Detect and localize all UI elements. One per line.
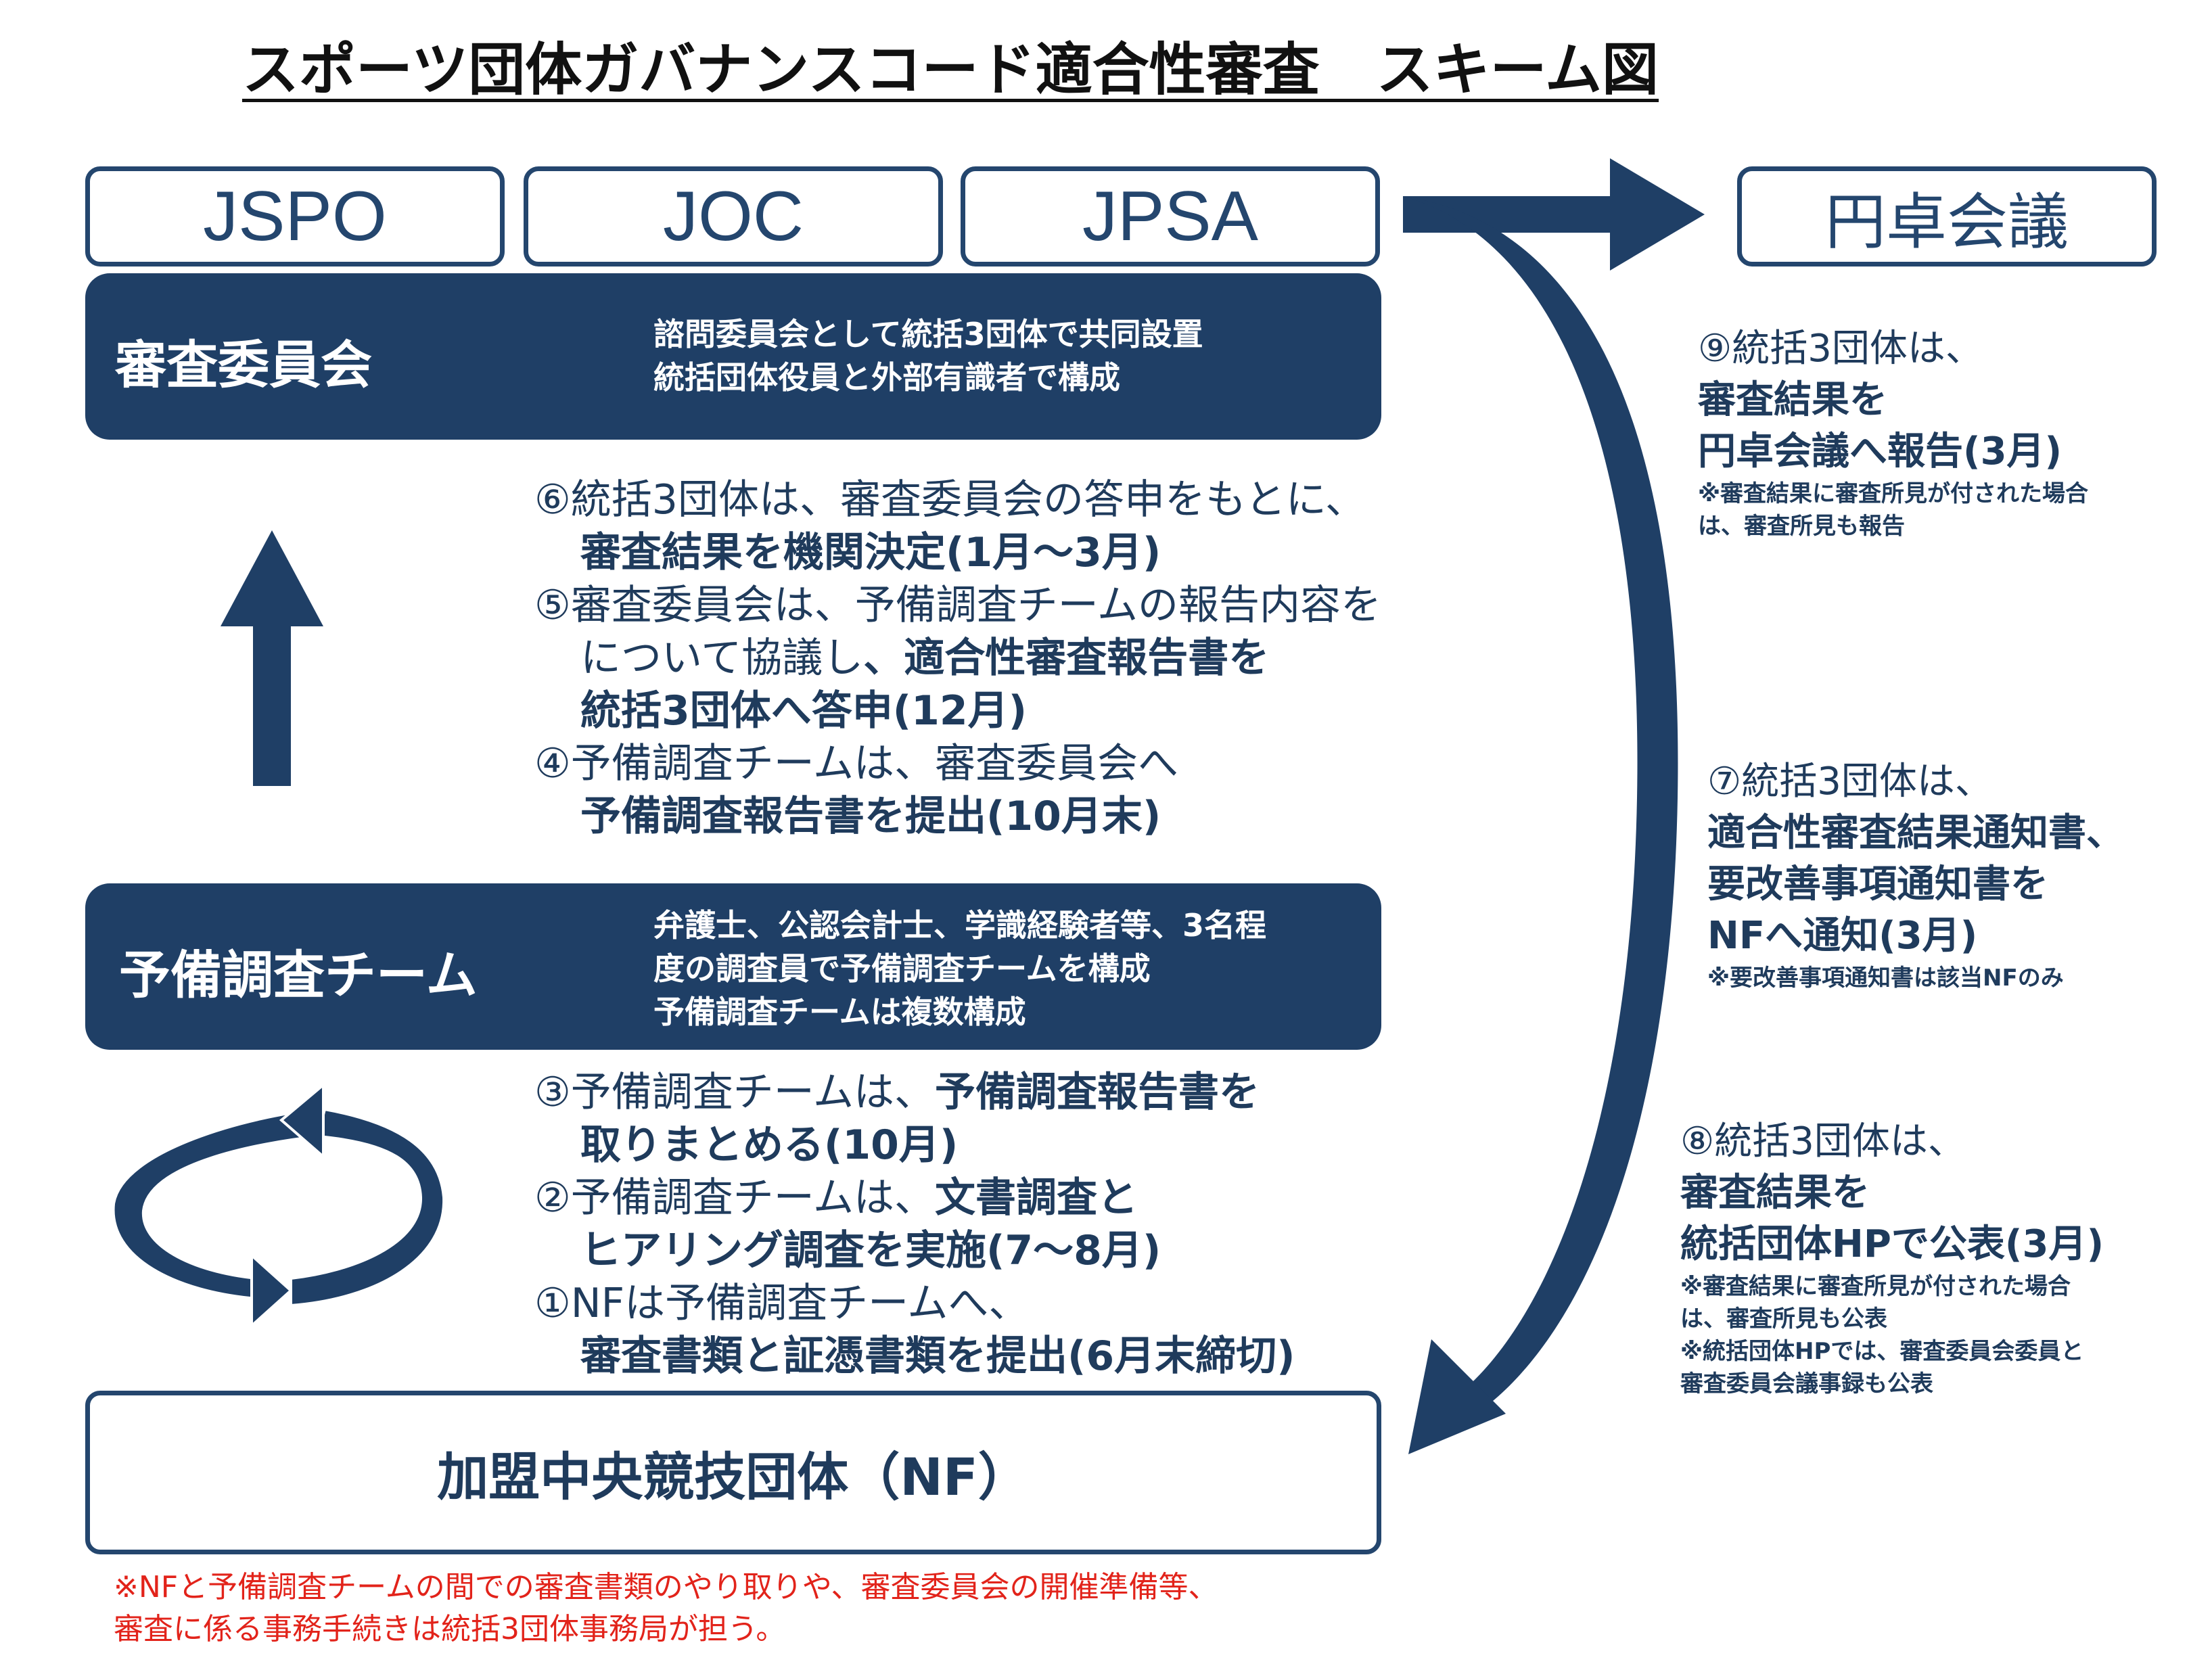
side-step-8: ⑧統括3団体は、 審査結果を 統括団体HPで公表(3月) ※審査結果に審査所見が…: [1680, 1116, 2104, 1400]
side-step-8-bold: 統括団体HPで公表(3月): [1680, 1222, 2104, 1266]
side-step-7: ⑦統括3団体は、 適合性審査結果通知書、 要改善事項通知書を NFへ通知(3月)…: [1707, 756, 2124, 994]
footer-note-line: 審査に係る事務手続きは統括3団体事務局が担う。: [114, 1612, 786, 1646]
footer-note: ※NFと予備調査チームの間での審査書類のやり取りや、審査委員会の開催準備等、 審…: [114, 1567, 1218, 1650]
side-step-7-bold: NFへ通知(3月): [1707, 914, 1978, 958]
side-step-9-bold: 審査結果を: [1698, 378, 1887, 422]
up-arrow-icon: [221, 530, 323, 786]
step-5-bold: 統括3団体へ答申(12月): [580, 687, 1028, 735]
step-6-bold: 審査結果を機関決定(1月～3月): [580, 529, 1161, 576]
side-step-7-bold: 要改善事項通知書を: [1707, 862, 2048, 906]
committee-desc-line: 諮問委員会として統括3団体で共同設置: [653, 316, 1203, 352]
side-step-7-lead: ⑦統括3団体は、: [1707, 760, 1993, 804]
side-step-7-bold: 適合性審査結果通知書、: [1707, 811, 2124, 855]
side-step-8-note: 審査委員会議事録も公表: [1680, 1370, 1933, 1397]
side-step-7-note: ※要改善事項通知書は該当NFのみ: [1707, 965, 2064, 992]
curved-arrow-icon: [1403, 196, 1678, 1454]
steps-lower: ③予備調査チームは、予備調査報告書を 取りまとめる(10月) ②予備調査チームは…: [534, 1066, 1295, 1383]
roundtable-box: 円卓会議: [1737, 166, 2157, 267]
side-step-8-note: ※審査結果に審査所見が付された場合: [1680, 1273, 2071, 1300]
side-step-9-note: は、審査所見も報告: [1698, 513, 1905, 540]
step-5: ⑤審査委員会は、予備調査チームの報告内容を: [534, 582, 1381, 629]
step-1: ①NFは予備調査チームへ、: [534, 1280, 1030, 1327]
step-4: ④予備調査チームは、審査委員会へ: [534, 740, 1178, 787]
side-step-8-note: ※統括団体HPでは、審査委員会委員と: [1680, 1338, 2084, 1365]
side-step-8-bold: 審査結果を: [1680, 1171, 1870, 1215]
right-arrow-icon: [1403, 158, 1705, 271]
side-step-9: ⑨統括3団体は、 審査結果を 円卓会議へ報告(3月) ※審査結果に審査所見が付さ…: [1698, 323, 2088, 542]
committee-box: 審査委員会 諮問委員会として統括3団体で共同設置 統括団体役員と外部有識者で構成: [85, 273, 1381, 440]
step-4-bold: 予備調査報告書を提出(10月末): [580, 793, 1161, 840]
footer-note-line: ※NFと予備調査チームの間での審査書類のやり取りや、審査委員会の開催準備等、: [114, 1570, 1218, 1604]
side-step-9-bold: 円卓会議へ報告(3月): [1698, 430, 2063, 473]
team-box: 予備調査チーム 弁護士、公認会計士、学識経験者等、3名程 度の調査員で予備調査チ…: [85, 883, 1381, 1050]
org-box-joc: JOC: [524, 166, 943, 267]
step-1-bold: 審査書類と証憑書類を提出(6月末締切): [580, 1333, 1295, 1380]
step-3: ③予備調査チームは、予備調査報告書を: [534, 1069, 1260, 1116]
side-step-9-note: ※審査結果に審査所見が付された場合: [1698, 480, 2089, 507]
team-desc: 弁護士、公認会計士、学識経験者等、3名程 度の調査員で予備調査チームを構成 予備…: [653, 904, 1266, 1034]
side-step-8-lead: ⑧統括3団体は、: [1680, 1119, 1966, 1163]
team-name: 予備調査チーム: [119, 945, 478, 1005]
nf-box: 加盟中央競技団体（NF）: [85, 1391, 1381, 1554]
org-box-jpsa: JPSA: [961, 166, 1380, 267]
committee-name: 審査委員会: [115, 335, 372, 395]
cycle-arrows-icon: [112, 1082, 446, 1329]
step-2-bold: ヒアリング調査を実施(7～8月): [580, 1227, 1161, 1274]
team-desc-line: 予備調査チームは複数構成: [653, 994, 1026, 1030]
step-2: ②予備調査チームは、文書調査と: [534, 1174, 1138, 1222]
side-step-9-lead: ⑨統括3団体は、: [1698, 327, 1983, 371]
committee-desc: 諮問委員会として統括3団体で共同設置 統括団体役員と外部有識者で構成: [653, 312, 1203, 399]
side-step-8-note: は、審査所見も公表: [1680, 1305, 1887, 1333]
page-title: スポーツ団体ガバナンスコード適合性審査 スキーム図: [241, 37, 1659, 103]
team-desc-line: 弁護士、公認会計士、学識経験者等、3名程: [653, 907, 1267, 944]
committee-desc-line: 統括団体役員と外部有識者で構成: [653, 359, 1120, 396]
org-box-jspo: JSPO: [85, 166, 505, 267]
step-3-bold: 取りまとめる(10月): [580, 1121, 959, 1169]
step-6: ⑥統括3団体は、審査委員会の答申をもとに、: [534, 476, 1366, 524]
step-5-cont: について協議し、適合性審査報告書を: [580, 634, 1270, 682]
steps-upper: ⑥統括3団体は、審査委員会の答申をもとに、 審査結果を機関決定(1月～3月) ⑤…: [534, 473, 1381, 843]
team-desc-line: 度の調査員で予備調査チームを構成: [653, 950, 1151, 987]
